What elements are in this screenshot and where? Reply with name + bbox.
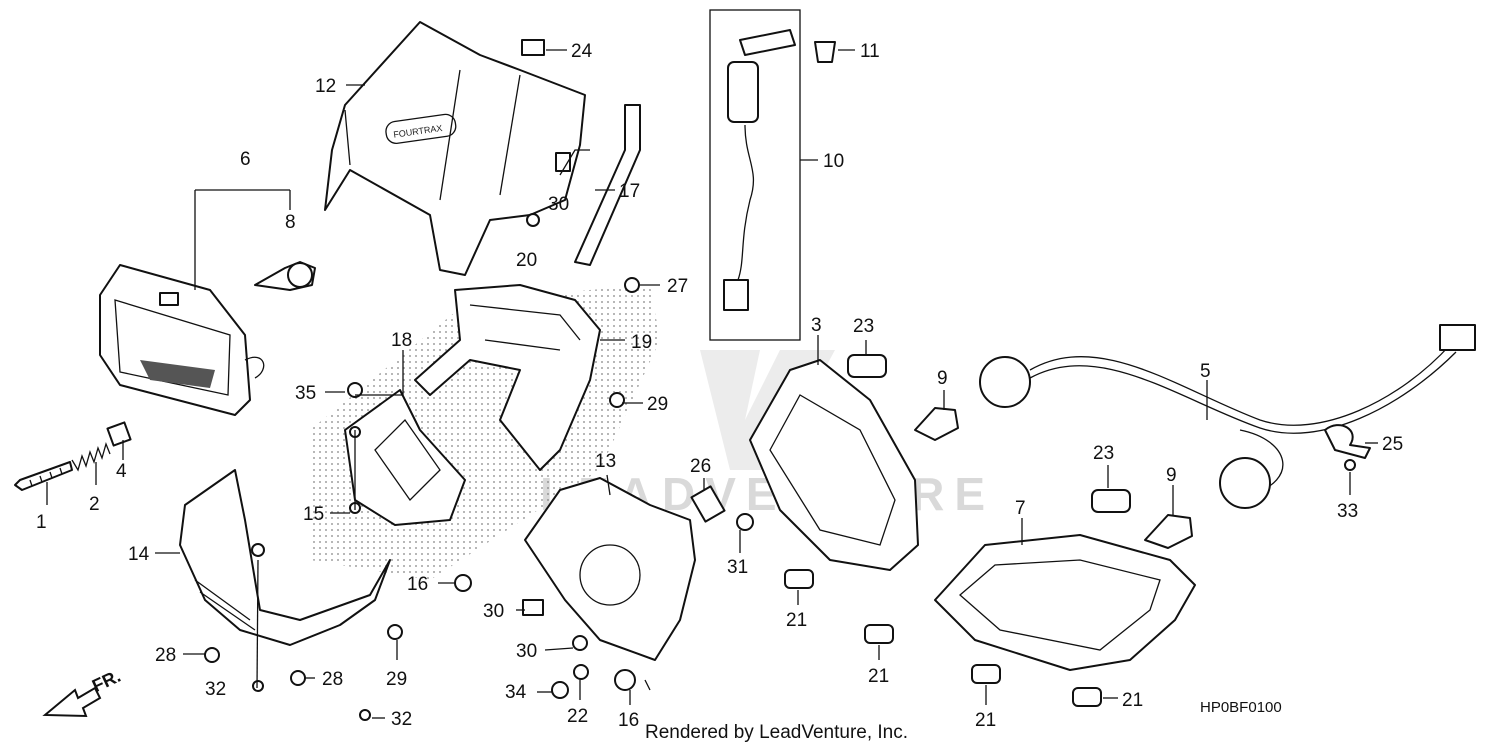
callout-16b: 16 — [618, 710, 639, 731]
callout-32a: 32 — [205, 679, 226, 700]
callout-23b: 23 — [1093, 443, 1114, 464]
callout-9a: 9 — [937, 368, 948, 389]
credit-text: Rendered by LeadVenture, Inc. — [645, 722, 908, 743]
bolt-31[interactable] — [736, 513, 754, 531]
callout-21d: 21 — [1122, 690, 1143, 711]
callout-34: 34 — [505, 682, 527, 703]
callout-28a: 28 — [155, 645, 176, 666]
grommet[interactable] — [1091, 489, 1131, 513]
callout-23a: 23 — [853, 316, 874, 337]
front-arrow: FR. — [42, 666, 124, 718]
callout-27: 27 — [667, 276, 688, 297]
clip-30c[interactable] — [572, 635, 588, 651]
callout-31: 31 — [727, 557, 748, 578]
grommet-21[interactable] — [784, 569, 814, 589]
collar-26[interactable] — [690, 485, 726, 523]
screw-27[interactable] — [624, 277, 640, 293]
callouts: 1 2 3 4 5 6 7 8 9 9 10 11 12 13 14 15 16… — [36, 41, 1403, 731]
inner-panel[interactable] — [524, 477, 696, 661]
callout-6: 6 — [240, 149, 251, 170]
callout-26: 26 — [690, 456, 711, 477]
callout-7: 7 — [1015, 498, 1026, 519]
callout-15: 15 — [303, 504, 324, 525]
callout-30a: 30 — [548, 194, 569, 215]
callout-18: 18 — [391, 330, 412, 351]
clip[interactable] — [814, 41, 836, 63]
callout-9b: 9 — [1166, 465, 1177, 486]
headlight-right[interactable] — [934, 534, 1196, 671]
grommet[interactable] — [847, 354, 887, 378]
reference-code: HP0BF0100 — [1200, 699, 1282, 716]
callout-33: 33 — [1337, 501, 1358, 522]
adjusting-screw[interactable] — [14, 461, 73, 491]
washer-22[interactable] — [573, 664, 589, 680]
callout-16a: 16 — [407, 574, 428, 595]
screw-34[interactable] — [551, 681, 569, 699]
nut-16[interactable] — [454, 574, 472, 592]
callout-12: 12 — [315, 76, 336, 97]
callout-2: 2 — [89, 494, 100, 515]
spring[interactable] — [71, 441, 111, 472]
headlight-center[interactable] — [749, 359, 919, 571]
grommet-21[interactable] — [864, 624, 894, 644]
callout-35: 35 — [295, 383, 316, 404]
callout-1: 1 — [36, 512, 47, 533]
screw-28b[interactable] — [290, 670, 306, 686]
callout-4: 4 — [116, 461, 127, 482]
screw-32a[interactable] — [252, 680, 264, 692]
callout-24: 24 — [571, 41, 593, 62]
screw-32b[interactable] — [359, 709, 371, 721]
clamp[interactable] — [1324, 424, 1371, 459]
bulb-socket[interactable] — [914, 407, 959, 441]
callout-30b: 30 — [483, 601, 504, 622]
callout-11: 11 — [860, 41, 880, 62]
grommet-21[interactable] — [1072, 687, 1102, 707]
screw-28a[interactable] — [204, 647, 220, 663]
callout-19: 19 — [631, 332, 652, 353]
callout-5: 5 — [1200, 361, 1211, 382]
screw-29[interactable] — [609, 392, 625, 408]
callout-28b: 28 — [322, 669, 343, 690]
callout-8: 8 — [285, 212, 296, 233]
callout-21c: 21 — [975, 710, 996, 731]
callout-20: 20 — [516, 250, 537, 271]
headlight-left[interactable] — [99, 264, 265, 416]
callout-32b: 32 — [391, 709, 412, 730]
callout-30c: 30 — [516, 641, 537, 662]
callout-10: 10 — [823, 151, 844, 172]
callout-21a: 21 — [786, 610, 807, 631]
callout-29b: 29 — [386, 669, 407, 690]
callout-13: 13 — [595, 451, 616, 472]
nut[interactable] — [106, 421, 132, 447]
bulb[interactable] — [254, 261, 316, 291]
grommet-21[interactable] — [971, 664, 1001, 684]
grommet-24[interactable] — [521, 39, 545, 56]
washer-20[interactable] — [526, 213, 540, 227]
stay-bracket[interactable] — [344, 389, 466, 526]
callout-17: 17 — [619, 181, 640, 202]
clip-30b[interactable] — [522, 599, 544, 616]
callout-21b: 21 — [868, 666, 889, 687]
screw-29b[interactable] — [387, 624, 403, 640]
leader-lines — [46, 49, 1378, 719]
callout-29a: 29 — [647, 394, 668, 415]
tube[interactable] — [574, 104, 641, 266]
callout-22: 22 — [567, 706, 588, 727]
screw-33[interactable] — [1344, 459, 1356, 471]
callout-14: 14 — [128, 544, 150, 565]
top-cover[interactable]: FOURTRAX — [324, 21, 586, 276]
nut-16b[interactable] — [614, 669, 636, 691]
socket-harness[interactable] — [709, 9, 801, 341]
callout-3: 3 — [811, 315, 822, 336]
bulb-socket[interactable] — [1144, 514, 1193, 549]
screw-35[interactable] — [347, 382, 363, 398]
inner-fascia[interactable] — [414, 284, 601, 471]
lower-cover[interactable] — [179, 469, 391, 646]
callout-25: 25 — [1382, 434, 1403, 455]
wire-harness[interactable] — [979, 324, 1476, 509]
